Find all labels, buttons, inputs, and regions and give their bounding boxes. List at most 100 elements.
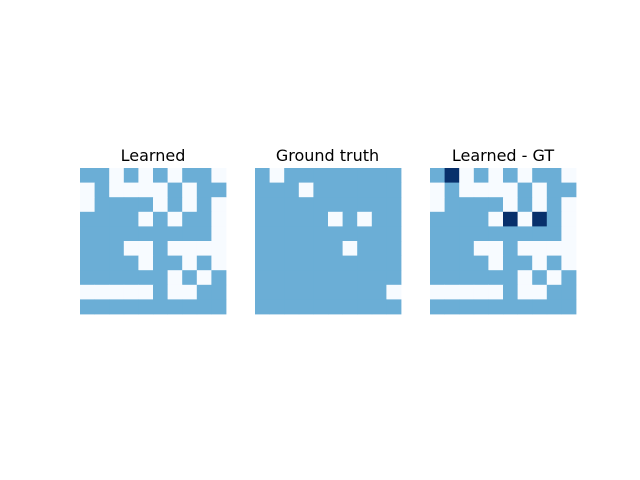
heatmap-cell bbox=[153, 197, 168, 213]
heatmap-cell bbox=[503, 226, 518, 242]
heatmap-cell bbox=[298, 197, 314, 213]
heatmap-cell bbox=[532, 255, 548, 271]
heatmap-cell bbox=[269, 168, 285, 183]
heatmap-cell bbox=[123, 226, 139, 242]
heatmap-cell bbox=[532, 211, 548, 227]
heatmap-cell bbox=[517, 168, 533, 183]
heatmap-cell bbox=[371, 168, 387, 183]
heatmap-panel-difference: Learned - GT bbox=[430, 146, 577, 315]
heatmap-cell bbox=[328, 241, 343, 256]
heatmap-cell bbox=[386, 241, 402, 256]
heatmap-cell bbox=[196, 270, 212, 286]
heatmap-cell bbox=[517, 182, 533, 198]
heatmap-cell bbox=[269, 197, 285, 213]
heatmap-cell bbox=[182, 168, 198, 183]
heatmap-cell bbox=[444, 197, 460, 213]
heatmap-cell bbox=[211, 226, 227, 242]
heatmap-cell bbox=[561, 226, 577, 242]
heatmap-cell bbox=[328, 211, 343, 227]
heatmap-cell bbox=[153, 211, 168, 227]
heatmap-cell bbox=[123, 211, 139, 227]
heatmap-cell bbox=[196, 211, 212, 227]
heatmap-cell bbox=[357, 299, 373, 315]
heatmap-cell bbox=[80, 226, 95, 242]
heatmap-cell bbox=[109, 168, 125, 183]
heatmap-cell bbox=[473, 211, 489, 227]
heatmap-cell bbox=[328, 197, 343, 213]
heatmap-cell bbox=[255, 270, 270, 286]
heatmap-cell bbox=[430, 270, 445, 286]
heatmap-cell bbox=[342, 182, 358, 198]
heatmap-cell bbox=[459, 241, 475, 256]
heatmap-cell bbox=[284, 299, 300, 315]
heatmap-cell bbox=[80, 299, 95, 315]
heatmap-cell bbox=[561, 299, 577, 315]
heatmap-cell bbox=[94, 241, 110, 256]
heatmap-cell bbox=[298, 284, 314, 300]
heatmap-cell bbox=[386, 182, 402, 198]
heatmap-cell bbox=[386, 299, 402, 315]
heatmap-cell bbox=[546, 226, 562, 242]
heatmap-cell bbox=[153, 270, 168, 286]
heatmap-cell bbox=[167, 182, 183, 198]
heatmap-cell bbox=[328, 182, 343, 198]
heatmap-cell bbox=[459, 284, 475, 300]
heatmap-cell bbox=[138, 284, 154, 300]
heatmap-cell bbox=[153, 255, 168, 271]
heatmap-cell bbox=[561, 197, 577, 213]
heatmap-cell bbox=[153, 299, 168, 315]
heatmap-cell bbox=[444, 284, 460, 300]
heatmap-cell bbox=[488, 197, 504, 213]
heatmap-cell bbox=[546, 270, 562, 286]
heatmap-cell bbox=[313, 197, 329, 213]
heatmap-cell bbox=[546, 255, 562, 271]
heatmap-cell bbox=[138, 241, 154, 256]
heatmap-cell bbox=[284, 255, 300, 271]
heatmap-cell bbox=[211, 299, 227, 315]
heatmap-cell bbox=[123, 182, 139, 198]
heatmap-cell bbox=[532, 270, 548, 286]
heatmap-cell bbox=[342, 270, 358, 286]
heatmap-cell bbox=[517, 284, 533, 300]
heatmap-cell bbox=[138, 299, 154, 315]
heatmap-cell bbox=[255, 284, 270, 300]
heatmap-cell bbox=[80, 168, 95, 183]
heatmap-cell bbox=[269, 182, 285, 198]
heatmap-cell bbox=[269, 299, 285, 315]
heatmap-cell bbox=[371, 299, 387, 315]
heatmap-cell bbox=[430, 284, 445, 300]
heatmap-cell bbox=[386, 255, 402, 271]
heatmap-cell bbox=[430, 168, 445, 183]
heatmap-cell bbox=[196, 255, 212, 271]
heatmap-cell bbox=[503, 197, 518, 213]
heatmap-cell bbox=[167, 299, 183, 315]
heatmap-cell bbox=[357, 211, 373, 227]
heatmap-cell bbox=[80, 270, 95, 286]
heatmap-cell bbox=[313, 299, 329, 315]
heatmap-cell bbox=[459, 226, 475, 242]
heatmap-cell bbox=[517, 255, 533, 271]
heatmap-cell bbox=[371, 182, 387, 198]
heatmap-cell bbox=[196, 182, 212, 198]
heatmap-cell bbox=[503, 299, 518, 315]
heatmap-cell bbox=[342, 299, 358, 315]
heatmap-cell bbox=[94, 284, 110, 300]
heatmap-cell bbox=[123, 270, 139, 286]
heatmap-cell bbox=[298, 299, 314, 315]
heatmap-cell bbox=[430, 255, 445, 271]
heatmap-cell bbox=[269, 211, 285, 227]
heatmap-cell bbox=[313, 241, 329, 256]
heatmap-cell bbox=[94, 168, 110, 183]
heatmap-cell bbox=[342, 255, 358, 271]
heatmap-cell bbox=[284, 270, 300, 286]
heatmap-cell bbox=[255, 241, 270, 256]
heatmap-cell bbox=[546, 182, 562, 198]
heatmap-cell bbox=[488, 211, 504, 227]
heatmap-cell bbox=[517, 270, 533, 286]
heatmap-cell bbox=[269, 226, 285, 242]
heatmap-cell bbox=[284, 226, 300, 242]
heatmap-cell bbox=[546, 168, 562, 183]
heatmap-cell bbox=[503, 270, 518, 286]
heatmap-cell bbox=[503, 182, 518, 198]
heatmap-cell bbox=[444, 226, 460, 242]
